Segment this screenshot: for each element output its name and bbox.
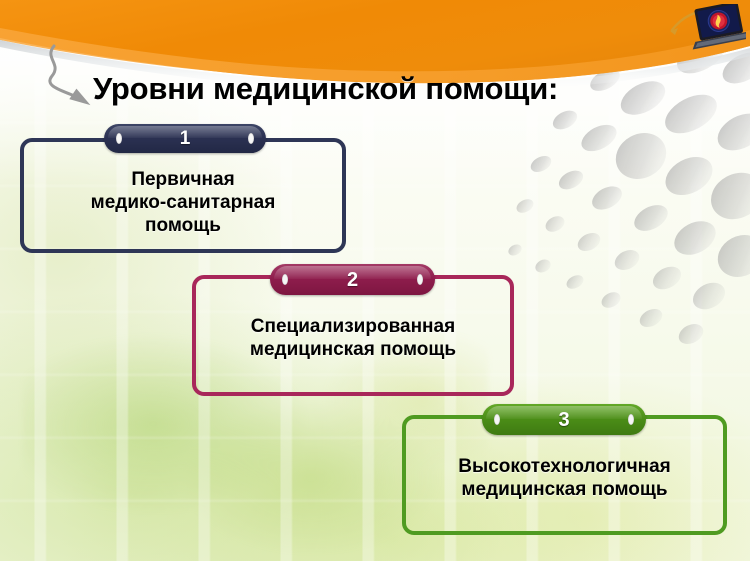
level-2-text: Специализированная медицинская помощь	[196, 315, 510, 361]
level-3-line-2: медицинская помощь	[461, 479, 668, 501]
level-badge-3: 3	[482, 404, 646, 435]
level-3-text: Высокотехнологичная медицинская помощь	[406, 455, 723, 501]
badge-1-dot-right	[248, 133, 254, 144]
badge-1-dot-left	[116, 133, 122, 144]
curved-arrow-icon	[48, 44, 91, 106]
level-1-line-3: помощь	[145, 215, 221, 237]
level-1-text: Первичная медико-санитарная помощь	[24, 168, 342, 238]
level-3-number: 3	[558, 408, 570, 431]
badge-2-dot-right	[417, 274, 423, 285]
level-box-1: Первичная медико-санитарная помощь	[20, 138, 346, 253]
level-badge-2: 2	[270, 264, 435, 295]
level-1-line-1: Первичная	[131, 169, 235, 190]
badge-2-dot-left	[282, 274, 288, 285]
level-badge-1: 1	[104, 124, 266, 153]
emblem-icon	[707, 9, 730, 32]
badge-3-dot-right	[628, 414, 634, 425]
level-1-line-2: медико-санитарная	[90, 192, 276, 214]
level-1-number: 1	[179, 128, 191, 149]
badge-3-dot-left	[494, 414, 500, 425]
level-2-line-1: Специализированная	[250, 316, 456, 337]
level-3-line-1: Высокотехнологичная	[458, 456, 671, 477]
background-green-texture	[22, 325, 488, 561]
level-2-number: 2	[346, 268, 359, 291]
level-2-line-2: медицинская помощь	[249, 339, 457, 361]
laptop-icon	[670, 4, 746, 50]
page-title: Уровни медицинской помощи:	[93, 71, 559, 106]
